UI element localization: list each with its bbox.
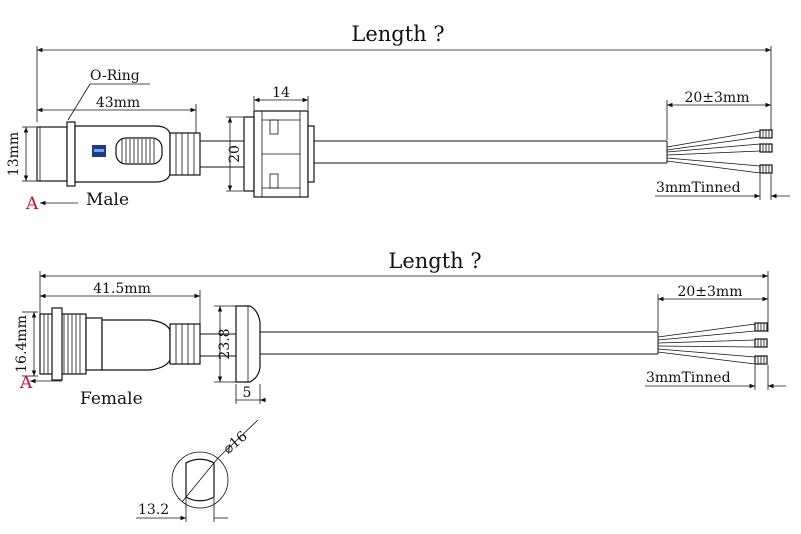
male-wires xyxy=(666,129,773,174)
male-strip-length-label: 20±3mm xyxy=(684,90,749,106)
male-nut-height-label: 20 xyxy=(227,145,243,163)
female-body-length-label: 41.5mm xyxy=(93,281,151,297)
female-cable xyxy=(260,331,659,355)
female-nut-height-label: 23.8 xyxy=(217,328,233,359)
female-name-label: Female xyxy=(80,389,143,409)
section-flat-width-label: 13.2 xyxy=(138,502,169,518)
female-wires xyxy=(657,322,768,365)
female-body-length-dimension: 41.5mm xyxy=(40,281,201,325)
female-strip-length-label: 20±3mm xyxy=(677,284,742,300)
male-tinned-label: 3mmTinned xyxy=(656,180,741,196)
female-diameter-dimension: 16.4mm xyxy=(14,311,38,377)
female-assembly: Length ? 41.5mm 16.4mm xyxy=(14,249,786,409)
male-view-marker-letter: A xyxy=(25,194,39,214)
male-tinned-ends xyxy=(759,129,773,174)
female-tinned-label: 3mmTinned xyxy=(646,370,731,386)
male-length-label: Length ? xyxy=(351,22,444,46)
male-connector-body xyxy=(36,121,201,187)
female-strip-dimension: 20±3mm xyxy=(657,284,768,331)
male-tinned-dimension: 3mmTinned xyxy=(655,174,790,200)
male-nut: 20 14 xyxy=(226,85,315,198)
male-length-dimension: Length ? xyxy=(36,22,772,135)
male-body-length-dimension: 43mm xyxy=(37,95,197,140)
female-tinned-ends xyxy=(754,322,768,365)
male-name-label: Male xyxy=(86,190,129,210)
male-view-marker: A Male xyxy=(25,190,129,214)
male-body-length-label: 43mm xyxy=(96,95,140,111)
section-view: ⌀16 13.2 xyxy=(136,419,259,522)
male-cable-segment xyxy=(200,140,244,168)
female-tinned-dimension: 3mmTinned xyxy=(645,365,786,390)
female-nut: 23.8 5 xyxy=(214,305,266,404)
male-assembly: Length ? O-Ring 43mm 13mm xyxy=(6,22,790,214)
female-diameter-label: 16.4mm xyxy=(14,315,30,373)
female-length-label: Length ? xyxy=(388,249,481,273)
male-diameter-label: 13mm xyxy=(6,132,22,176)
female-view-marker: A Female xyxy=(19,373,143,409)
male-cable xyxy=(314,140,668,164)
male-strip-dimension: 20±3mm xyxy=(666,90,771,140)
female-connector-body xyxy=(39,307,201,381)
oring-label: O-Ring xyxy=(90,68,140,84)
female-nut-width-label: 5 xyxy=(243,385,252,401)
male-nut-width-label: 14 xyxy=(272,85,290,101)
female-length-dimension: Length ? xyxy=(39,249,769,332)
female-view-marker-letter: A xyxy=(19,373,33,393)
oring-callout: O-Ring xyxy=(67,68,150,121)
section-diameter-label: ⌀16 xyxy=(220,428,250,457)
logo-icon xyxy=(92,145,106,157)
male-diameter-dimension: 13mm xyxy=(6,126,36,182)
